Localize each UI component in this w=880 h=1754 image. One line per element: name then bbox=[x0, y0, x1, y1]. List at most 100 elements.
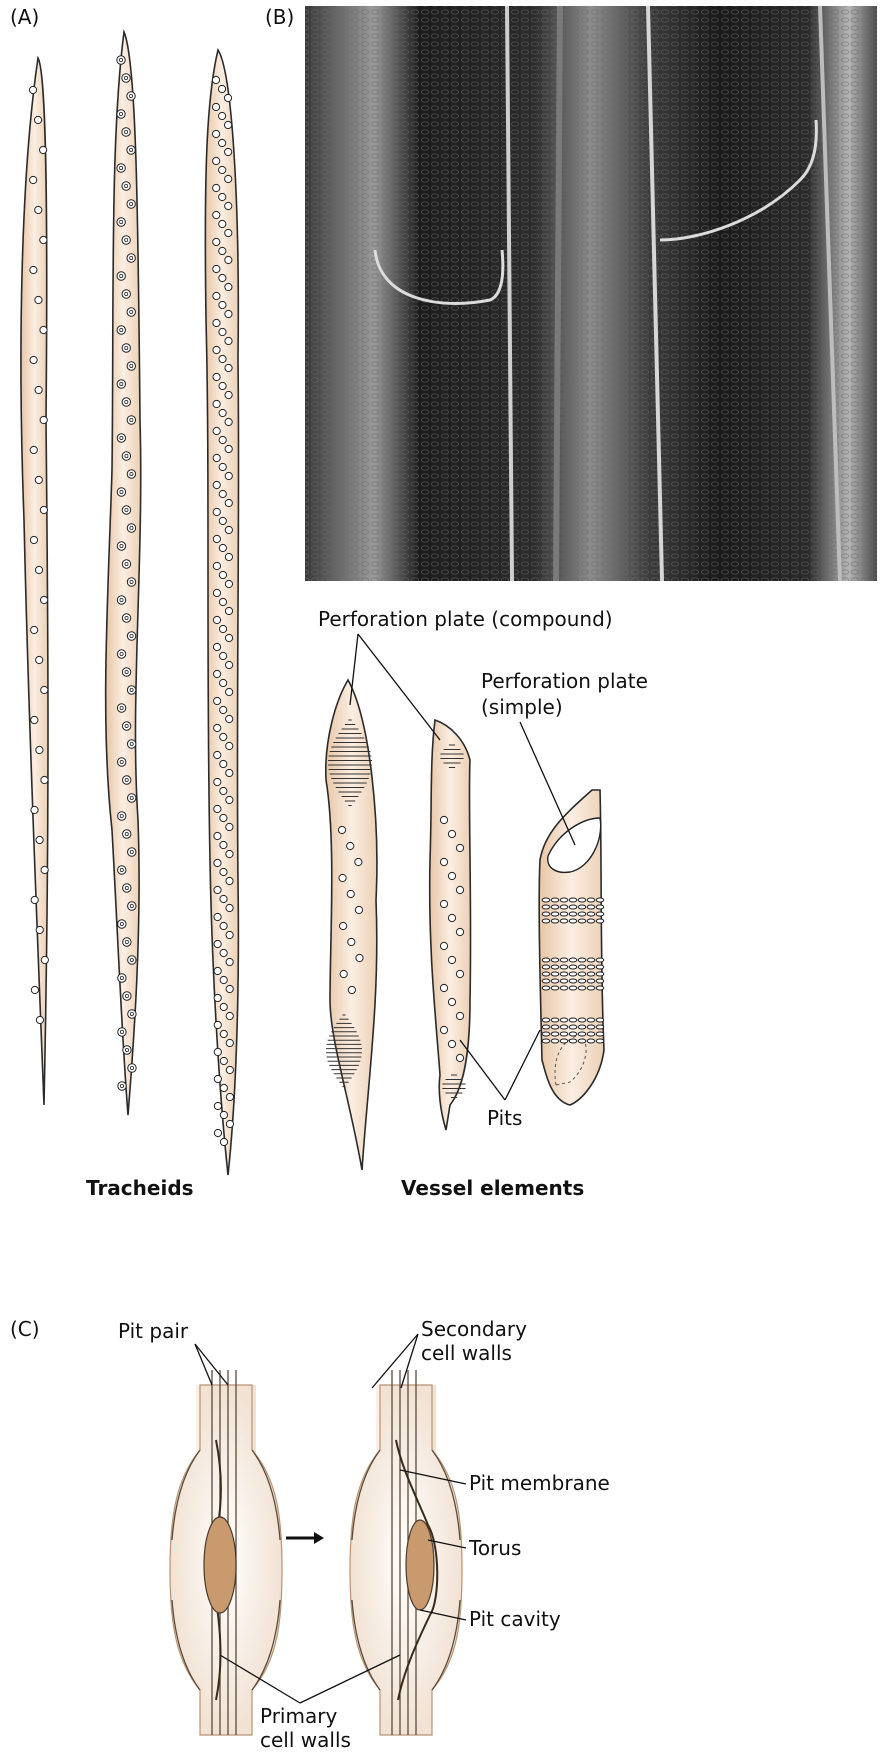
pit bbox=[542, 912, 550, 916]
pit bbox=[225, 661, 232, 668]
pit bbox=[456, 1054, 463, 1061]
label-pits: Pits bbox=[487, 1106, 522, 1130]
pit bbox=[41, 956, 48, 963]
pit bbox=[214, 751, 221, 758]
pit bbox=[560, 905, 568, 909]
pit-pair-aspirated bbox=[350, 1370, 462, 1735]
tracheid-3 bbox=[205, 50, 238, 1175]
pit bbox=[578, 958, 586, 962]
pit bbox=[542, 919, 550, 923]
pit bbox=[40, 416, 47, 423]
pit bbox=[355, 906, 362, 913]
pit bbox=[225, 310, 232, 317]
pit bbox=[560, 912, 568, 916]
panel-b-letter: (B) bbox=[265, 5, 294, 29]
pit bbox=[214, 994, 221, 1001]
pit bbox=[551, 898, 559, 902]
pit bbox=[551, 1018, 559, 1022]
pit bbox=[127, 578, 135, 586]
pit bbox=[542, 898, 550, 902]
pit bbox=[219, 247, 226, 254]
pit bbox=[569, 965, 577, 969]
pit bbox=[569, 972, 577, 976]
pit bbox=[340, 922, 347, 929]
pit bbox=[118, 812, 126, 820]
panel-a-letter: (A) bbox=[10, 5, 39, 29]
pit bbox=[339, 874, 346, 881]
pit bbox=[214, 1048, 221, 1055]
pit bbox=[220, 706, 227, 713]
pit bbox=[226, 958, 233, 965]
pit bbox=[127, 92, 135, 100]
pit bbox=[40, 596, 47, 603]
pit bbox=[213, 427, 220, 434]
pit bbox=[587, 1025, 595, 1029]
pit bbox=[122, 128, 130, 136]
pit bbox=[213, 616, 220, 623]
pit bbox=[224, 94, 231, 101]
pit-pair-open bbox=[170, 1370, 282, 1735]
pit bbox=[587, 1032, 595, 1036]
pit bbox=[128, 1064, 136, 1072]
pit bbox=[123, 884, 131, 892]
pit bbox=[220, 1003, 227, 1010]
pit bbox=[226, 688, 233, 695]
pit bbox=[225, 526, 232, 533]
pit bbox=[551, 958, 559, 962]
leader-simple bbox=[520, 722, 575, 845]
pit bbox=[117, 650, 125, 658]
pit bbox=[440, 858, 447, 865]
pit bbox=[225, 391, 232, 398]
pit bbox=[41, 686, 48, 693]
pit bbox=[560, 958, 568, 962]
pit bbox=[569, 986, 577, 990]
pit bbox=[440, 1026, 447, 1033]
pit bbox=[456, 1012, 463, 1019]
label-secondary-cell-walls-2: cell walls bbox=[421, 1341, 512, 1365]
pit bbox=[122, 290, 130, 298]
pit bbox=[213, 562, 220, 569]
pit bbox=[214, 1021, 221, 1028]
pit bbox=[218, 85, 225, 92]
pit bbox=[338, 826, 345, 833]
pit bbox=[213, 346, 220, 353]
pit bbox=[440, 816, 447, 823]
pit bbox=[226, 823, 233, 830]
pit bbox=[456, 844, 463, 851]
pit bbox=[117, 758, 125, 766]
pit bbox=[40, 326, 47, 333]
pit bbox=[596, 1032, 604, 1036]
pit bbox=[36, 1016, 43, 1023]
pit bbox=[118, 1082, 126, 1090]
pit bbox=[219, 517, 226, 524]
pit bbox=[219, 598, 226, 605]
pit bbox=[225, 283, 232, 290]
pit bbox=[560, 972, 568, 976]
pit bbox=[356, 954, 363, 961]
pit bbox=[578, 898, 586, 902]
pit bbox=[569, 912, 577, 916]
pit bbox=[220, 841, 227, 848]
pit bbox=[36, 746, 43, 753]
pit bbox=[213, 265, 220, 272]
pit bbox=[226, 850, 233, 857]
pit bbox=[128, 1010, 136, 1018]
pit bbox=[127, 416, 135, 424]
pit bbox=[127, 686, 135, 694]
pit bbox=[226, 769, 233, 776]
pit bbox=[118, 866, 126, 874]
pit bbox=[225, 472, 232, 479]
pit bbox=[123, 1046, 131, 1054]
pit bbox=[226, 1039, 233, 1046]
leader-pits-1 bbox=[460, 1040, 505, 1100]
pit bbox=[456, 928, 463, 935]
pit bbox=[578, 986, 586, 990]
pit bbox=[587, 905, 595, 909]
pit bbox=[122, 398, 130, 406]
pit bbox=[31, 806, 38, 813]
pit bbox=[578, 919, 586, 923]
pit bbox=[348, 938, 355, 945]
pit bbox=[219, 571, 226, 578]
pit bbox=[117, 434, 125, 442]
pit bbox=[587, 912, 595, 916]
